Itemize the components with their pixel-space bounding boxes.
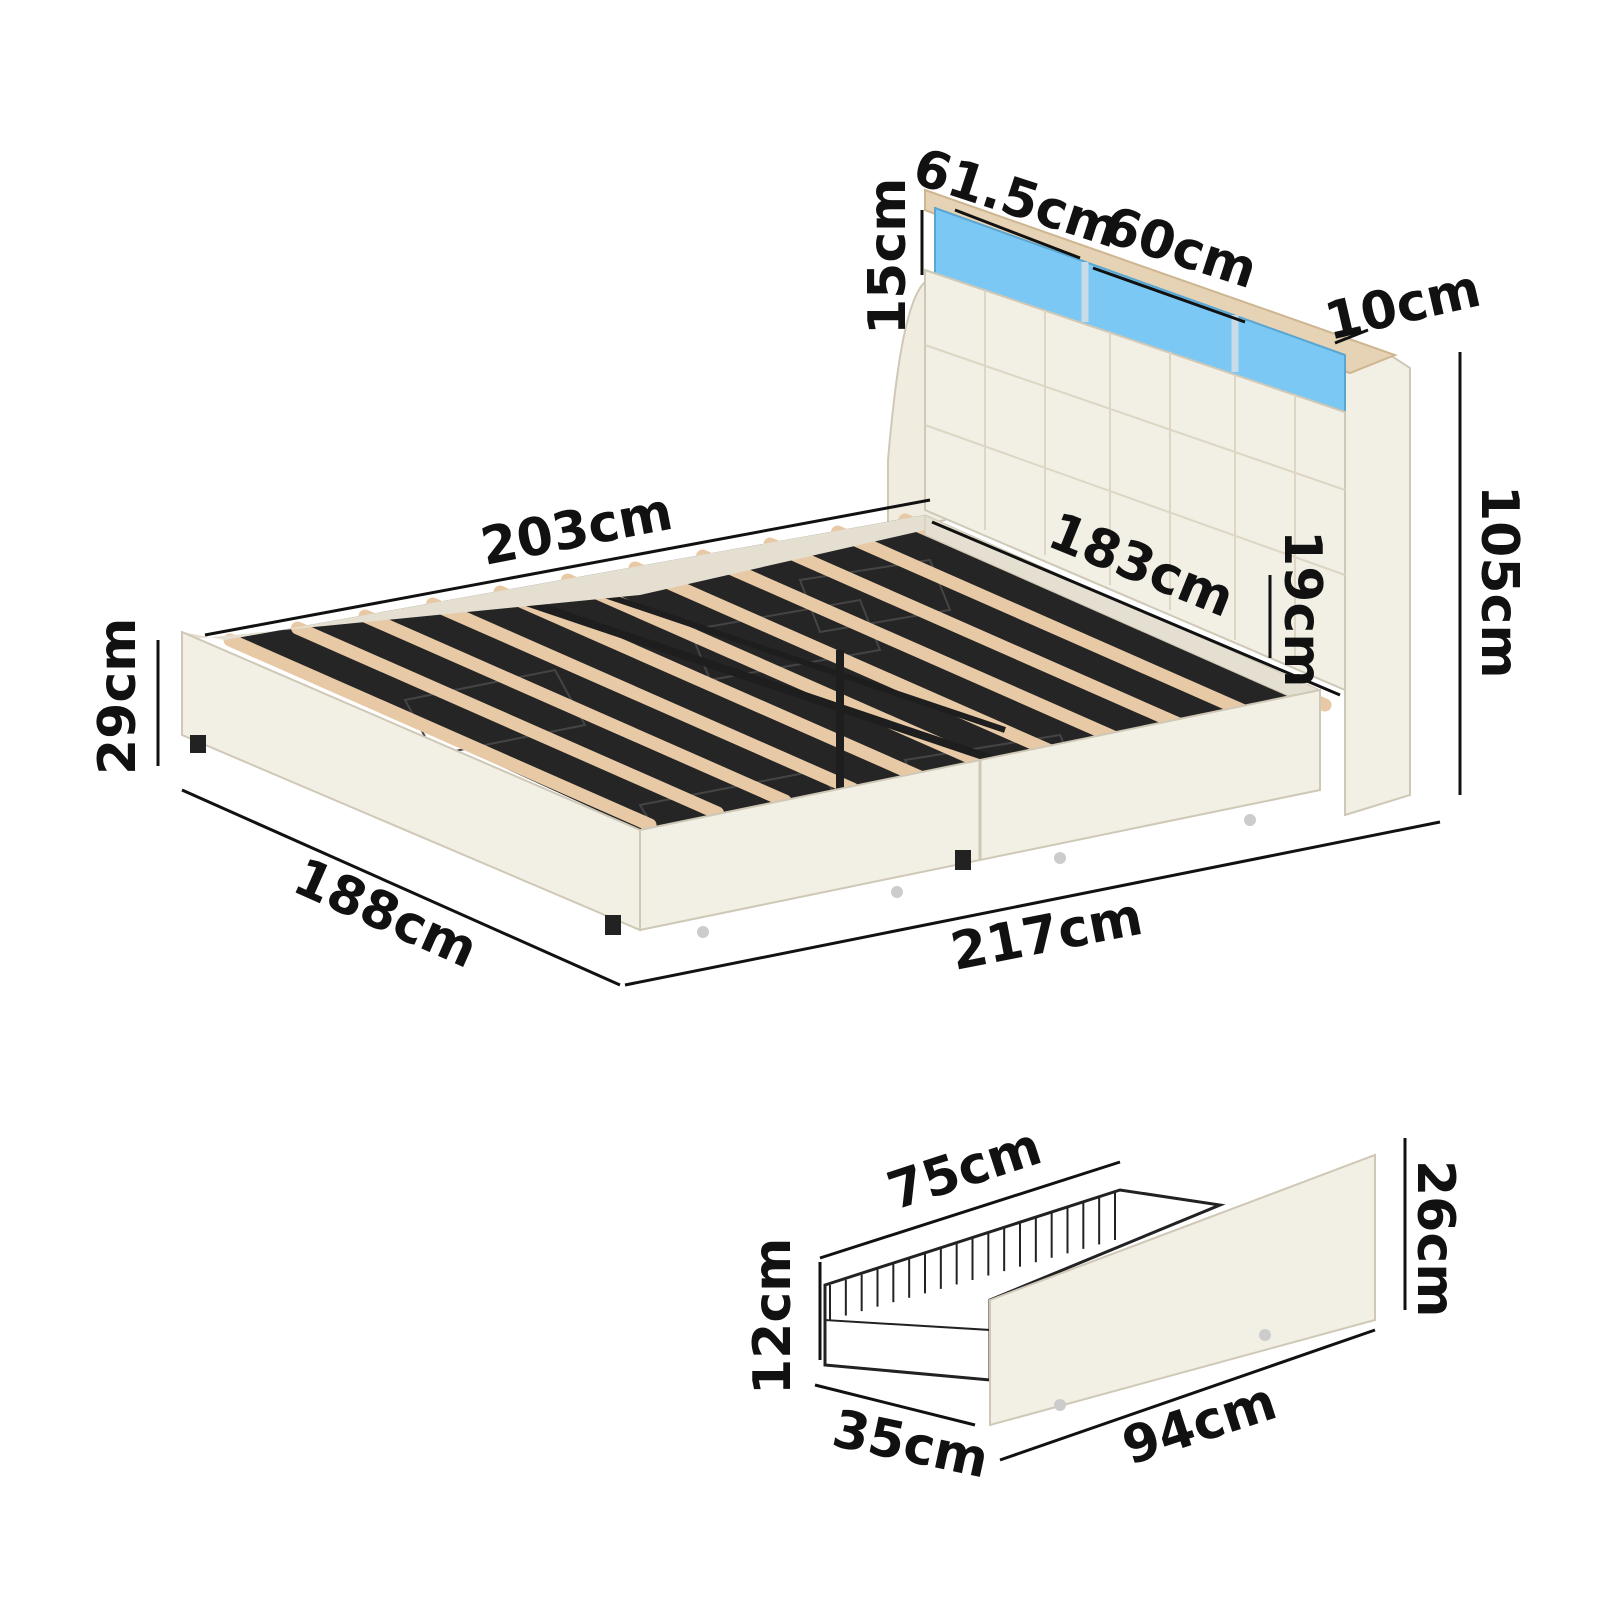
drawer-front-panel xyxy=(989,1153,1376,1427)
drawer-wheel xyxy=(697,926,709,938)
bed-slat xyxy=(763,537,1197,736)
bed-slat xyxy=(831,525,1264,724)
label-side-rail-length: 203cm xyxy=(476,482,677,578)
headboard-tufting xyxy=(924,290,1346,665)
dim-line-10 xyxy=(1334,328,1369,345)
label-drawer-width: 35cm xyxy=(827,1399,993,1490)
dim-line-183 xyxy=(931,520,1341,697)
label-drawer-front-height: 26cm xyxy=(1405,1160,1465,1317)
bed-slat xyxy=(291,621,724,820)
dim-line-75 xyxy=(819,1160,1121,1260)
drawer-basket-wires xyxy=(829,1192,1116,1320)
label-headboard-shelf-depth: 10cm xyxy=(1319,259,1486,353)
label-drawer-front-length: 94cm xyxy=(1115,1372,1283,1478)
dim-line-60 xyxy=(1092,266,1246,324)
dim-line-203 xyxy=(204,498,931,637)
bed-slat xyxy=(696,549,1129,748)
dim-line-94 xyxy=(999,1328,1376,1462)
bed-slat xyxy=(358,609,792,808)
label-total-height: 105cm xyxy=(1469,485,1529,679)
label-drawer-basket-height: 12cm xyxy=(743,1238,803,1395)
dimension-lines xyxy=(156,208,1462,1462)
bed-slat xyxy=(493,585,927,784)
headboard-tufted-panel xyxy=(924,268,1346,692)
drawer-wheel xyxy=(1259,1329,1271,1341)
bed-slat xyxy=(223,633,657,832)
headboard-right-wing xyxy=(1344,353,1411,817)
drawer-wheel xyxy=(891,886,903,898)
bed-slats xyxy=(223,513,1332,832)
dim-line-188 xyxy=(181,788,621,987)
bed-slat xyxy=(426,597,859,796)
label-total-width: 188cm xyxy=(285,847,486,981)
dim-line-35 xyxy=(814,1383,976,1427)
center-beam xyxy=(518,596,997,764)
bed-foot xyxy=(955,850,971,870)
dim-line-61-5 xyxy=(954,208,1081,260)
center-beam xyxy=(574,582,1006,733)
headboard-wood-top xyxy=(924,188,1398,375)
drawer-wheel xyxy=(1054,1399,1066,1411)
dim-line-217 xyxy=(624,820,1441,987)
drawer-wheel xyxy=(1054,852,1066,864)
drawer-illustration xyxy=(823,1153,1376,1427)
label-headboard-shelf-height: 15cm xyxy=(858,178,918,335)
label-headboard-leg-clearance: 19cm xyxy=(1272,530,1332,687)
bed-foot xyxy=(605,915,621,935)
label-drawer-length: 75cm xyxy=(880,1117,1048,1223)
label-frame-height: 29cm xyxy=(88,618,148,775)
bed-foot xyxy=(190,735,206,753)
bed-illustration xyxy=(181,188,1411,938)
drawer-wheel xyxy=(1244,814,1256,826)
